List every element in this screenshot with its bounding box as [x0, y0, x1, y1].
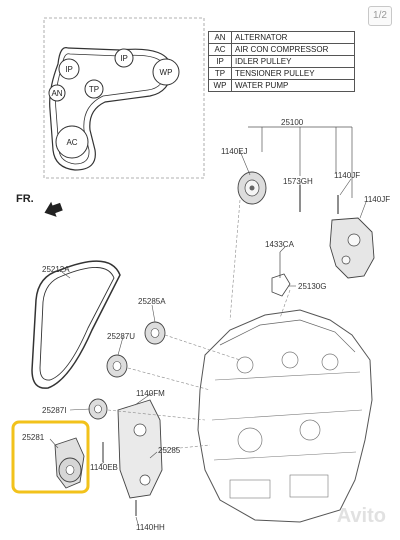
part-label-25285a[interactable]: 25285A [138, 297, 166, 306]
part-label-25100[interactable]: 25100 [281, 118, 304, 127]
part-label-25287i[interactable]: 25287I [42, 406, 67, 415]
legend-name: WATER PUMP [231, 79, 355, 92]
legend-name: AIR CON COMPRESSOR [231, 43, 355, 56]
legend-row: WP WATER PUMP [208, 79, 355, 92]
legend-name: ALTERNATOR [231, 31, 355, 44]
part-label-25281[interactable]: 25281 [22, 433, 45, 442]
legend-row: TP TENSIONER PULLEY [208, 67, 355, 80]
front-direction-marker: FR. [16, 193, 34, 205]
belt-ac-label: AC [66, 138, 78, 147]
belt-an-label: AN [51, 89, 63, 98]
part-label-1140hh[interactable]: 1140HH [136, 523, 165, 532]
belt-ip-right-label: IP [120, 54, 128, 63]
part-label-25212a[interactable]: 25212A [42, 265, 70, 274]
legend-code: WP [208, 79, 232, 92]
part-label-25285[interactable]: 25285 [158, 446, 181, 455]
part-label-1140ej[interactable]: 1140EJ [221, 147, 248, 156]
part-label-1433ca[interactable]: 1433CA [265, 240, 294, 249]
part-label-1140jf-upper[interactable]: 1140JF [334, 171, 361, 180]
legend-code: TP [208, 67, 232, 80]
belt-wp-label: WP [159, 68, 173, 77]
part-label-1140fm[interactable]: 1140FM [136, 389, 165, 398]
part-label-1140jf-lower[interactable]: 1140JF [364, 195, 391, 204]
belt-tp-label: TP [88, 85, 100, 94]
legend-code: IP [208, 55, 232, 68]
legend-row: IP IDLER PULLEY [208, 55, 355, 68]
legend-row: AC AIR CON COMPRESSOR [208, 43, 355, 56]
watermark-logo: Avito [336, 505, 386, 527]
part-label-25130g[interactable]: 25130G [298, 282, 327, 291]
legend-code: AN [208, 31, 232, 44]
page-indicator[interactable]: 1/2 [368, 6, 392, 26]
pulley-legend-table: AN ALTERNATOR AC AIR CON COMPRESSOR IP I… [208, 31, 355, 92]
part-label-25287u[interactable]: 25287U [107, 332, 136, 341]
legend-row: AN ALTERNATOR [208, 31, 355, 44]
part-label-1573gh[interactable]: 1573GH [283, 177, 313, 186]
belt-ip-top-label: IP [65, 65, 73, 74]
legend-name: TENSIONER PULLEY [231, 67, 355, 80]
part-label-1140eb[interactable]: 1140EB [90, 463, 118, 472]
legend-name: IDLER PULLEY [231, 55, 355, 68]
legend-code: AC [208, 43, 232, 56]
